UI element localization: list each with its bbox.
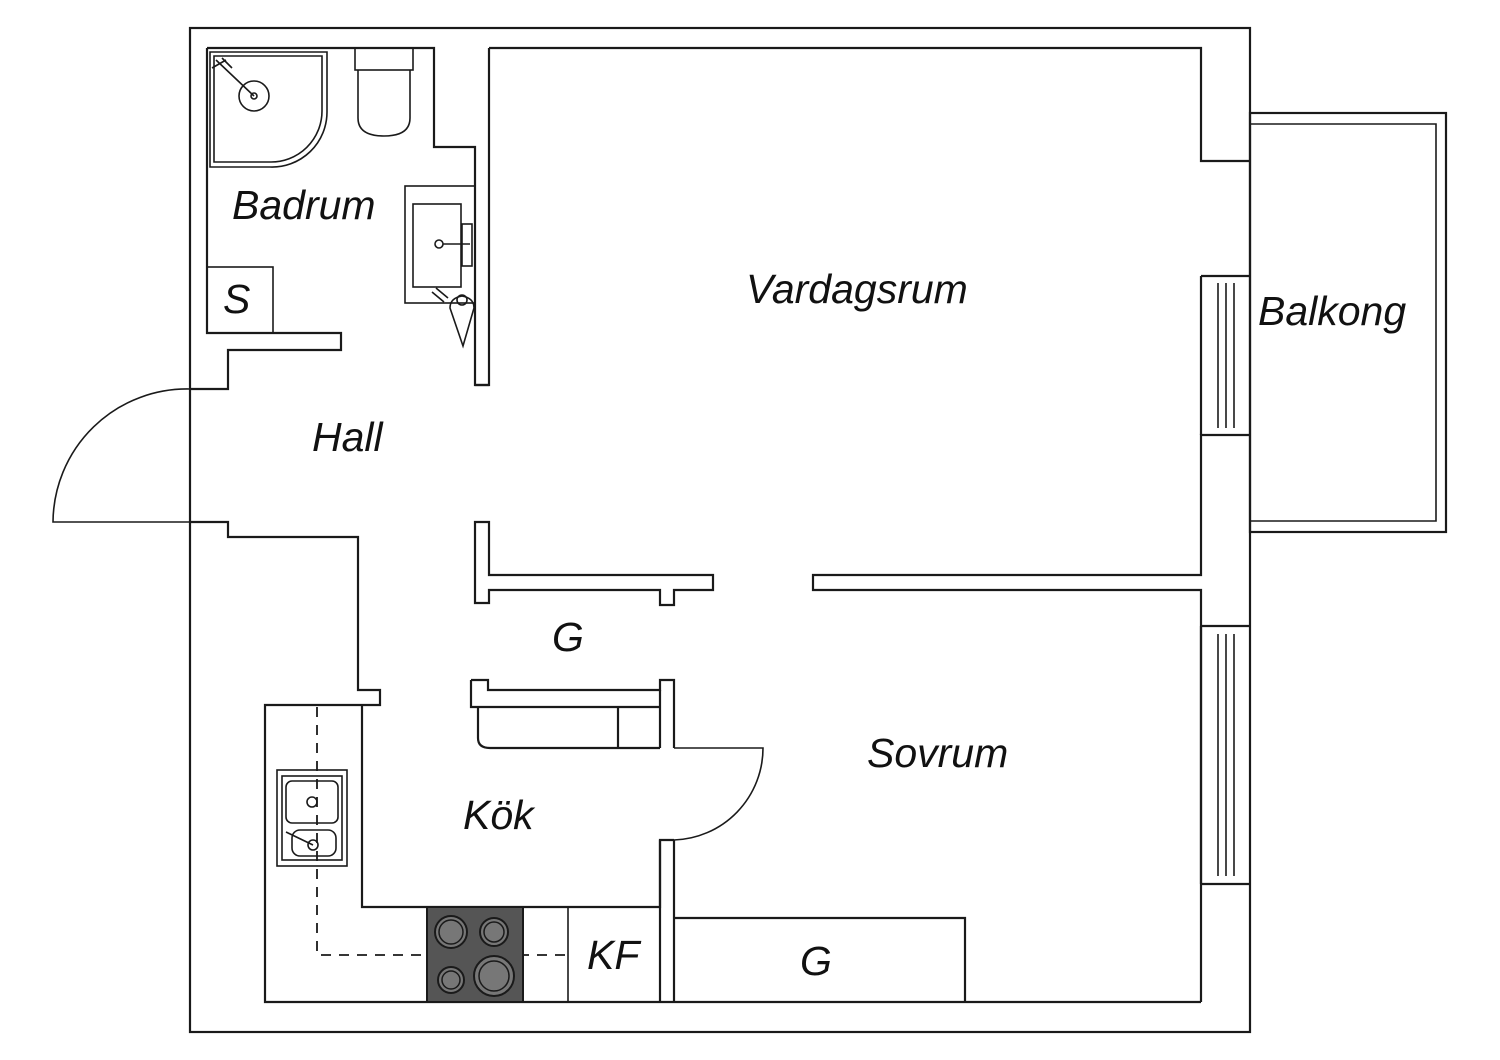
washbasin-icon (404, 185, 476, 304)
label-sovrum: Sovrum (867, 730, 1008, 776)
label-garderob-sovrum: G (800, 938, 832, 984)
cleaning-cupboard (206, 266, 274, 334)
bathroom-accessory-icon (431, 287, 475, 349)
label-vardagsrum: Vardagsrum (746, 266, 968, 312)
room-labels: Badrum Vardagsrum Balkong Hall G Sovrum … (223, 182, 1406, 984)
label-hall: Hall (312, 414, 385, 460)
label-kyl-frys: KF (587, 932, 641, 978)
label-stadskap: S (223, 276, 250, 322)
label-balkong: Balkong (1258, 288, 1406, 334)
window-bedroom (1217, 634, 1235, 876)
kitchen-sink-icon (276, 769, 348, 867)
hall-interior-walls (360, 520, 967, 1002)
outer-walls (188, 26, 1252, 1034)
label-garderob-hall: G (552, 614, 584, 660)
toilet-icon (354, 47, 414, 137)
entrance-door (52, 388, 191, 523)
label-badrum: Badrum (232, 182, 376, 228)
balcony (1248, 111, 1448, 534)
label-kok: Kök (463, 792, 536, 838)
shower-icon (209, 51, 328, 168)
stove-icon (426, 906, 524, 1003)
window-living (1217, 283, 1235, 428)
bedroom-door (673, 747, 764, 841)
bathroom-walls (207, 46, 491, 387)
